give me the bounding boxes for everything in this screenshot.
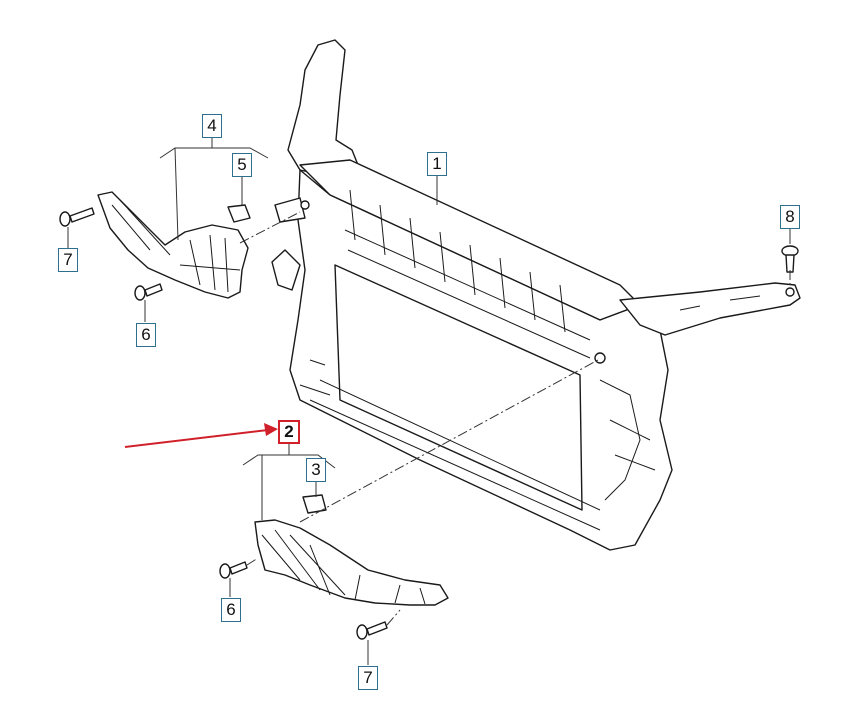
screw-6-lower [219, 561, 248, 579]
assembly-line-upper [239, 211, 301, 244]
callout-4: 4 [202, 114, 222, 138]
screw-7-lower [356, 621, 388, 640]
callout-7-upper: 7 [58, 248, 78, 272]
red-arrow [124, 423, 278, 448]
assembly-line-screw7b [386, 609, 401, 626]
callout-7-lower: 7 [358, 666, 378, 690]
screw-7-upper [59, 207, 95, 227]
callout-2: 2 [278, 420, 300, 444]
screw-6-upper [134, 283, 163, 301]
assembly-line-lower [299, 359, 599, 523]
lower-bracket [254, 519, 449, 606]
callout-8: 8 [780, 205, 800, 229]
callout-6-upper: 6 [136, 323, 156, 347]
leader-4-bracket [159, 138, 269, 241]
callout-5: 5 [232, 153, 252, 177]
leader-2-bracket [242, 444, 336, 520]
upper-bracket [97, 191, 249, 299]
screw-8 [781, 245, 799, 273]
lock-carrier [271, 39, 801, 551]
clip-5 [227, 204, 251, 223]
assembly-line-screw6b [246, 557, 259, 566]
callout-3: 3 [306, 458, 326, 482]
callout-6-lower: 6 [221, 598, 241, 622]
callout-1: 1 [427, 152, 447, 176]
